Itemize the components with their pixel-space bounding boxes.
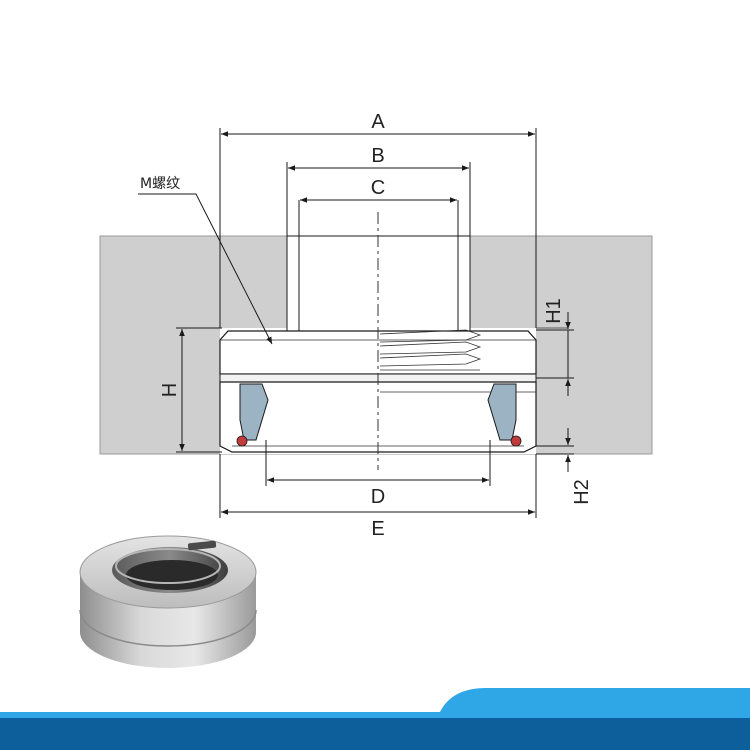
thread-lines: [379, 329, 482, 371]
dim-label-c: C: [371, 177, 385, 199]
o-ring-right: [510, 435, 522, 447]
dim-label-h: H: [159, 383, 181, 397]
thread-leader-line: [138, 193, 273, 345]
lip-seal-left: [239, 383, 269, 441]
lip-seal-right: [487, 383, 517, 441]
seal-ring-photo-icon: [79, 535, 257, 668]
dim-label-h1: H1: [543, 298, 565, 324]
thread-callout-label: M螺纹: [140, 176, 180, 192]
o-ring-left: [236, 435, 248, 447]
seal-ring-lower: [219, 381, 537, 453]
dim-label-b: B: [371, 145, 384, 167]
dim-label-e: E: [371, 518, 384, 540]
dim-label-a: A: [371, 111, 385, 133]
dim-label-h2: H2: [571, 479, 593, 505]
bottom-band-dark: [0, 718, 750, 750]
dim-label-d: D: [371, 486, 385, 508]
